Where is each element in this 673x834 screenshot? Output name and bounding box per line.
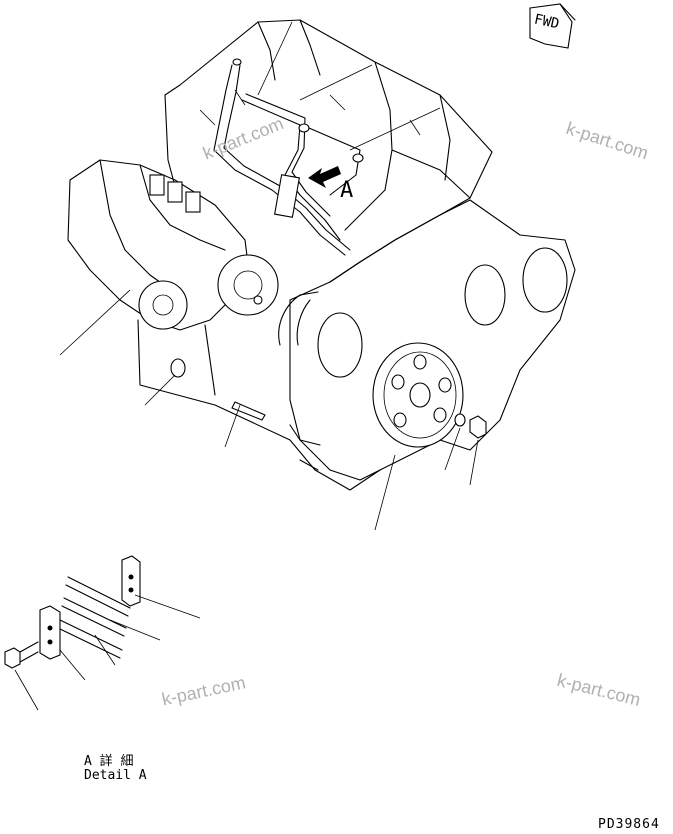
view-a-marker: A bbox=[340, 178, 354, 203]
front-cover bbox=[137, 199, 576, 491]
injection-pump bbox=[67, 159, 279, 331]
stud bbox=[231, 401, 266, 421]
detail-a-title-en: Detail A bbox=[84, 768, 147, 783]
detail-a-title-jp: A 詳 細 bbox=[84, 754, 134, 769]
view-a-arrow bbox=[308, 166, 341, 188]
drawing-number: PD39864 bbox=[598, 817, 660, 832]
detail-a-clamp bbox=[4, 555, 201, 711]
gasket bbox=[278, 291, 319, 346]
injection-pipes bbox=[213, 58, 364, 256]
fwd-arrow-icon bbox=[529, 3, 576, 49]
washer-and-nut bbox=[454, 413, 487, 439]
drive-gear bbox=[372, 342, 464, 448]
leader-lines bbox=[59, 21, 479, 531]
